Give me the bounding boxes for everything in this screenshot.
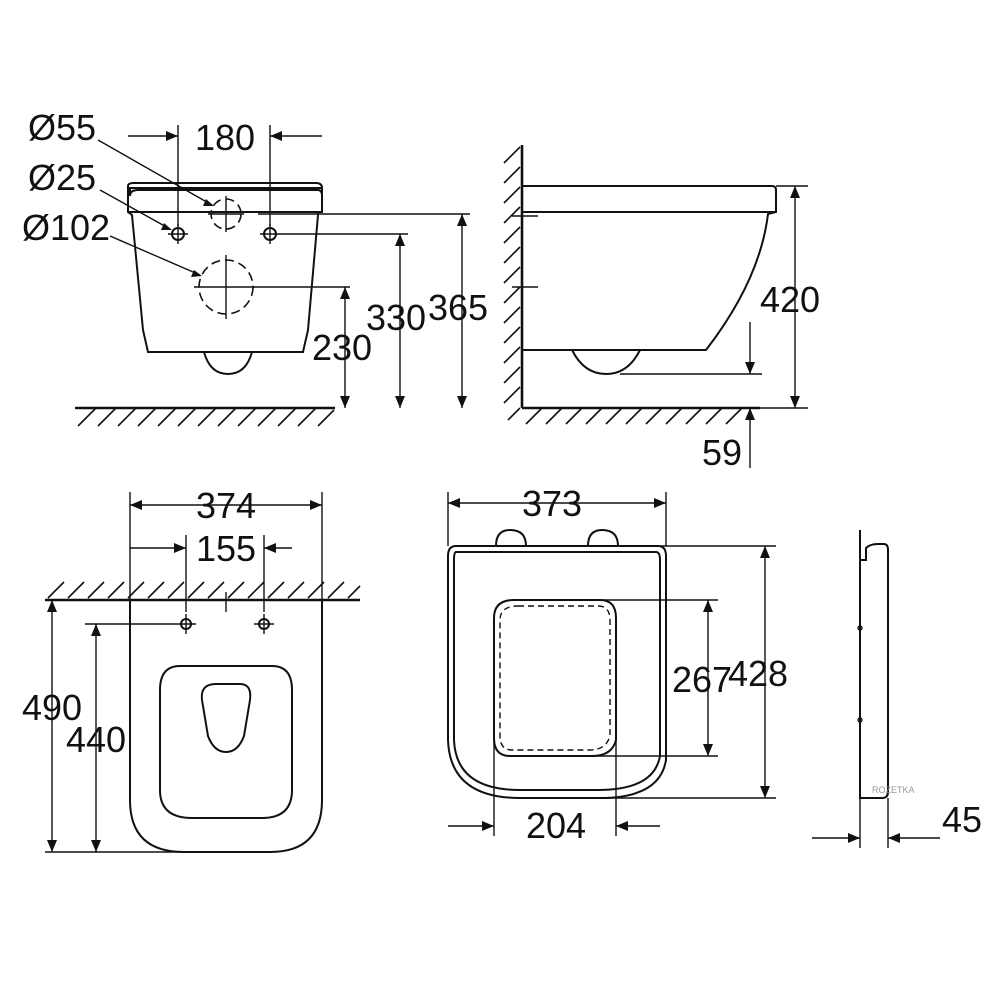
dim-373: 373 bbox=[522, 483, 582, 524]
front-view: Ø55 Ø25 Ø102 180 230 330 365 bbox=[22, 107, 488, 427]
dim-490: 490 bbox=[22, 687, 82, 728]
dim-440: 440 bbox=[66, 719, 126, 760]
dim-428: 428 bbox=[728, 653, 788, 694]
top-wall-hatch bbox=[47, 581, 361, 599]
seat-opening bbox=[493, 599, 617, 757]
dim-180: 180 bbox=[195, 117, 255, 158]
side-view: 420 59 bbox=[503, 145, 820, 473]
dim-330: 330 bbox=[366, 297, 426, 338]
dim-45: 45 bbox=[942, 799, 982, 840]
dim-d25: Ø25 bbox=[28, 157, 96, 198]
front-floor bbox=[75, 406, 335, 427]
seat-outline bbox=[447, 545, 667, 799]
dim-155: 155 bbox=[196, 528, 256, 569]
watermark-logo: ROZETKA bbox=[872, 785, 915, 795]
seat-view: 373 428 267 204 bbox=[447, 483, 788, 846]
side-wall-hatch bbox=[503, 146, 521, 421]
dim-59: 59 bbox=[702, 432, 742, 473]
dim-d102: Ø102 bbox=[22, 207, 110, 248]
bowl-front-outline bbox=[129, 187, 323, 197]
dim-374: 374 bbox=[196, 485, 256, 526]
dim-230: 230 bbox=[312, 327, 372, 368]
seat-profile-view: 45 ROZETKA bbox=[812, 530, 982, 848]
bowl-top-outline bbox=[129, 600, 323, 853]
bowl-foot bbox=[203, 351, 253, 376]
dim-420: 420 bbox=[760, 279, 820, 320]
top-view: 374 155 490 440 bbox=[22, 485, 361, 853]
dim-d55: Ø55 bbox=[28, 107, 96, 148]
dim-267: 267 bbox=[672, 659, 732, 700]
dim-365: 365 bbox=[428, 287, 488, 328]
dim-204: 204 bbox=[526, 805, 586, 846]
bowl-side-outline bbox=[522, 185, 777, 351]
bowl-top-inner bbox=[159, 665, 293, 819]
